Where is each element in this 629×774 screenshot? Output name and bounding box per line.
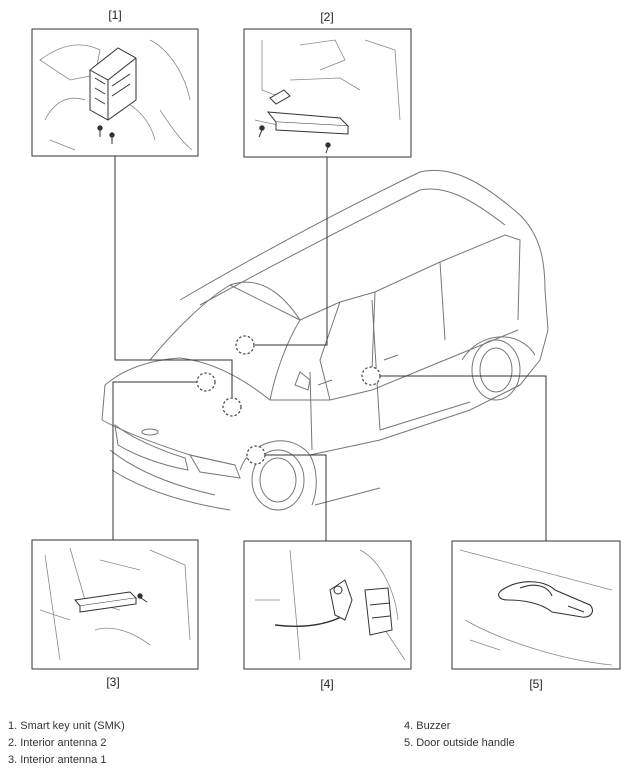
legend-item-2: 2. Interior antenna 2: [8, 737, 107, 749]
leader-line-4: [265, 454, 327, 541]
marker-buzzer: [246, 445, 266, 465]
buzzer-wire: [274, 614, 346, 627]
detail-box-4: [243, 540, 412, 670]
legend-item-4: 4. Buzzer: [404, 720, 451, 732]
leader-line-2: [255, 157, 328, 346]
leader-line-5: [380, 375, 547, 541]
vehicle-illustration: [101, 169, 549, 511]
leader-line-3: [112, 381, 197, 540]
marker-interior-antenna-1: [196, 372, 216, 392]
detail-box-3: [31, 539, 199, 670]
detail-box-1: [31, 28, 199, 157]
legend-item-1: 1. Smart key unit (SMK): [8, 720, 125, 732]
marker-door-outside-handle: [361, 366, 381, 386]
callout-2: [2]: [320, 10, 334, 24]
callout-5: [5]: [529, 677, 543, 691]
callout-1: [1]: [108, 8, 122, 22]
legend-item-5: 5. Door outside handle: [404, 737, 515, 749]
marker-smart-key-unit: [222, 397, 242, 417]
leader-line-1: [114, 156, 233, 397]
marker-interior-antenna-2: [235, 335, 255, 355]
legend-item-3: 3. Interior antenna 1: [8, 754, 107, 766]
detail-box-5: [451, 540, 621, 670]
callout-3: [3]: [106, 675, 120, 689]
location-markers: [196, 335, 381, 465]
callout-4: [4]: [320, 677, 334, 691]
leader-lines: [112, 156, 547, 541]
detail-box-2: [243, 28, 412, 158]
